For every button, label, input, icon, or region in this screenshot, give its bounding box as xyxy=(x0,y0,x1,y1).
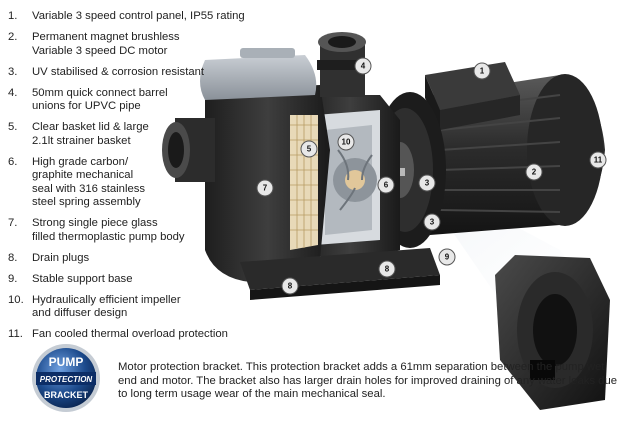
callout-11: 11 xyxy=(589,151,607,169)
badge-line1: PUMP xyxy=(49,355,84,369)
bracket-description: Motor protection bracket. This protectio… xyxy=(118,361,618,401)
callout-1: 1 xyxy=(473,62,491,80)
svg-text:3: 3 xyxy=(430,218,435,227)
svg-text:6: 6 xyxy=(384,181,389,190)
callout-8b: 8 xyxy=(378,260,396,278)
motor xyxy=(425,62,605,235)
svg-text:8: 8 xyxy=(288,282,293,291)
callout-3a: 3 xyxy=(418,174,436,192)
callout-8a: 8 xyxy=(281,277,299,295)
callout-9: 9 xyxy=(438,248,456,266)
pump-protection-bracket-badge: PUMP PROTECTION BRACKET xyxy=(32,344,100,412)
callouts: 1 2 3 3 4 5 6 7 8 8 9 10 11 xyxy=(256,57,607,295)
feature-item: 5.Clear basket lid & large 2.1lt straine… xyxy=(8,121,149,147)
badge-line2: PROTECTION xyxy=(40,375,93,384)
outlet-union xyxy=(317,32,368,97)
callout-6: 6 xyxy=(377,176,395,194)
svg-text:10: 10 xyxy=(342,138,351,147)
callout-10: 10 xyxy=(337,133,355,151)
svg-text:3: 3 xyxy=(425,179,430,188)
feature-item: 11.Fan cooled thermal overload protectio… xyxy=(8,328,228,340)
callout-2: 2 xyxy=(525,163,543,181)
feature-item: 8.Drain plugs xyxy=(8,251,90,264)
svg-text:2: 2 xyxy=(532,168,537,177)
feature-item: 3.UV stabilised & corrosion resistant xyxy=(8,65,205,78)
callout-4: 4 xyxy=(354,57,372,75)
svg-text:7: 7 xyxy=(263,184,268,193)
feature-item: 4.50mm quick connect barrel unions for U… xyxy=(8,86,168,113)
callout-3b: 3 xyxy=(423,213,441,231)
feature-item: 7.Strong single piece glass filled therm… xyxy=(8,217,185,243)
feature-item: 1.Variable 3 speed control panel, IP55 r… xyxy=(8,10,245,22)
callout-7: 7 xyxy=(256,179,274,197)
feature-item: 9.Stable support base xyxy=(8,272,133,285)
feature-item: 2.Permanent magnet brushless Variable 3 … xyxy=(8,31,180,57)
feature-item: 10.Hydraulically efficient impeller and … xyxy=(8,293,181,320)
feature-item: 6.High grade carbon/ graphite mechanical… xyxy=(8,155,146,209)
badge-line3: BRACKET xyxy=(44,390,89,400)
feature-list: 1.Variable 3 speed control panel, IP55 r… xyxy=(8,10,258,349)
svg-text:4: 4 xyxy=(361,62,366,71)
protection-bracket xyxy=(495,255,610,410)
pump-housing xyxy=(300,95,400,262)
svg-text:9: 9 xyxy=(445,253,450,262)
callout-5: 5 xyxy=(300,140,318,158)
svg-text:1: 1 xyxy=(480,67,485,76)
svg-text:8: 8 xyxy=(385,265,390,274)
svg-text:11: 11 xyxy=(594,156,603,165)
svg-text:5: 5 xyxy=(307,145,312,154)
